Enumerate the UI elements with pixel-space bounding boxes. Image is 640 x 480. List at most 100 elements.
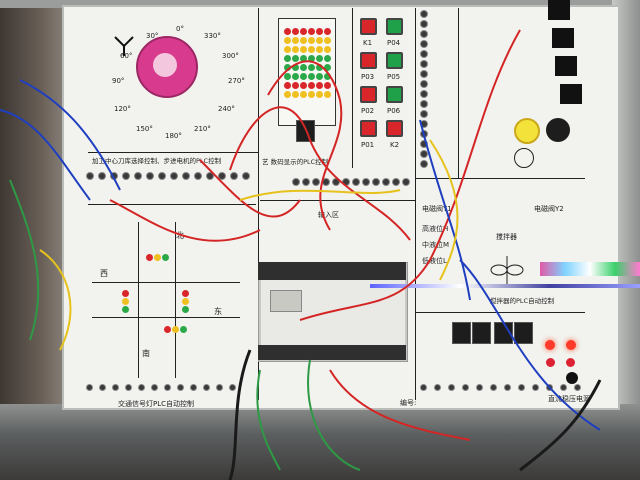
- terminal-socket[interactable]: [242, 172, 250, 180]
- terminal-socket[interactable]: [372, 178, 380, 186]
- south-label: 南: [142, 349, 150, 358]
- terminal-socket[interactable]: [392, 178, 400, 186]
- terminal-socket[interactable]: [230, 172, 238, 180]
- traffic-light-icon: [122, 298, 129, 305]
- terminal-socket[interactable]: [112, 384, 119, 391]
- terminal-socket[interactable]: [420, 90, 428, 98]
- terminal-socket[interactable]: [420, 10, 428, 18]
- terminal-socket[interactable]: [518, 384, 525, 391]
- terminal-socket[interactable]: [574, 384, 581, 391]
- terminal-socket[interactable]: [229, 384, 236, 391]
- p04-button[interactable]: [386, 18, 403, 35]
- terminal-socket[interactable]: [420, 40, 428, 48]
- terminal-socket[interactable]: [532, 384, 539, 391]
- terminal-socket[interactable]: [420, 140, 428, 148]
- terminal-socket[interactable]: [122, 172, 130, 180]
- terminal-socket[interactable]: [164, 384, 171, 391]
- relay-module: [552, 28, 574, 48]
- terminal-socket[interactable]: [490, 384, 497, 391]
- button-label: P02: [361, 107, 375, 115]
- terminal-socket[interactable]: [170, 172, 178, 180]
- bargraph-led: [284, 28, 291, 35]
- k1-button[interactable]: [360, 18, 377, 35]
- divider: [415, 178, 585, 179]
- terminal-socket[interactable]: [134, 172, 142, 180]
- bargraph-led: [284, 37, 291, 44]
- dc-section-title: 直流稳压电源: [548, 395, 590, 403]
- terminal-socket[interactable]: [420, 70, 428, 78]
- terminal-socket[interactable]: [420, 150, 428, 158]
- traffic-light-icon: [162, 254, 169, 261]
- button-label: P03: [361, 73, 375, 81]
- terminal-socket[interactable]: [420, 50, 428, 58]
- terminal-socket[interactable]: [420, 160, 428, 168]
- terminal-socket[interactable]: [434, 384, 441, 391]
- red-wire: [229, 106, 411, 241]
- terminal-socket[interactable]: [99, 384, 106, 391]
- terminal-socket[interactable]: [402, 178, 410, 186]
- p03-button[interactable]: [360, 52, 377, 69]
- terminal-socket[interactable]: [158, 172, 166, 180]
- green-wire: [9, 179, 40, 341]
- bargraph-led: [300, 73, 307, 80]
- terminal-socket[interactable]: [206, 172, 214, 180]
- bargraph-led: [316, 73, 323, 80]
- case-bottom-frame: [0, 404, 640, 480]
- valve1-label: 电磁阀Y1: [422, 205, 452, 213]
- terminal-socket[interactable]: [190, 384, 197, 391]
- terminal-socket[interactable]: [151, 384, 158, 391]
- terminal-socket[interactable]: [125, 384, 132, 391]
- terminal-socket[interactable]: [420, 20, 428, 28]
- terminal-socket[interactable]: [86, 384, 93, 391]
- terminal-socket[interactable]: [362, 178, 370, 186]
- terminal-socket[interactable]: [194, 172, 202, 180]
- bargraph-led: [300, 64, 307, 71]
- p05-button[interactable]: [386, 52, 403, 69]
- terminal-socket[interactable]: [302, 178, 310, 186]
- terminal-socket[interactable]: [476, 384, 483, 391]
- terminal-socket[interactable]: [203, 384, 210, 391]
- k2-button[interactable]: [386, 120, 403, 137]
- terminal-socket[interactable]: [448, 384, 455, 391]
- bargraph-led: [316, 28, 323, 35]
- divider: [352, 8, 353, 168]
- terminal-socket[interactable]: [138, 384, 145, 391]
- terminal-socket[interactable]: [462, 384, 469, 391]
- angle-label: 300°: [222, 52, 239, 60]
- bargraph-led: [316, 55, 323, 62]
- terminal-socket[interactable]: [177, 384, 184, 391]
- terminal-socket[interactable]: [420, 384, 427, 391]
- terminal-socket[interactable]: [420, 100, 428, 108]
- p01-button[interactable]: [360, 120, 377, 137]
- terminal-socket[interactable]: [312, 178, 320, 186]
- p06-button[interactable]: [386, 86, 403, 103]
- terminal-socket[interactable]: [560, 384, 567, 391]
- yellow-wire: [39, 249, 72, 351]
- terminal-socket[interactable]: [504, 384, 511, 391]
- terminal-socket[interactable]: [292, 178, 300, 186]
- terminal-socket[interactable]: [352, 178, 360, 186]
- bargraph-led: [300, 37, 307, 44]
- bargraph-led: [324, 73, 331, 80]
- terminal-socket[interactable]: [420, 30, 428, 38]
- terminal-socket[interactable]: [218, 172, 226, 180]
- high-level-label: 高液位H: [422, 225, 449, 233]
- terminal-socket[interactable]: [146, 172, 154, 180]
- angle-label: 180°: [165, 132, 182, 140]
- terminal-socket[interactable]: [420, 80, 428, 88]
- angle-label: 120°: [114, 105, 131, 113]
- terminal-socket[interactable]: [98, 172, 106, 180]
- traffic-light-icon: [154, 254, 161, 261]
- terminal-socket[interactable]: [382, 178, 390, 186]
- terminal-socket[interactable]: [182, 172, 190, 180]
- bargraph-led: [300, 46, 307, 53]
- bargraph-led: [324, 46, 331, 53]
- terminal-socket[interactable]: [420, 60, 428, 68]
- bargraph-led: [316, 91, 323, 98]
- terminal-socket[interactable]: [86, 172, 94, 180]
- terminal-socket[interactable]: [420, 110, 428, 118]
- p02-button[interactable]: [360, 86, 377, 103]
- terminal-socket[interactable]: [216, 384, 223, 391]
- buzzer-icon: [546, 118, 570, 142]
